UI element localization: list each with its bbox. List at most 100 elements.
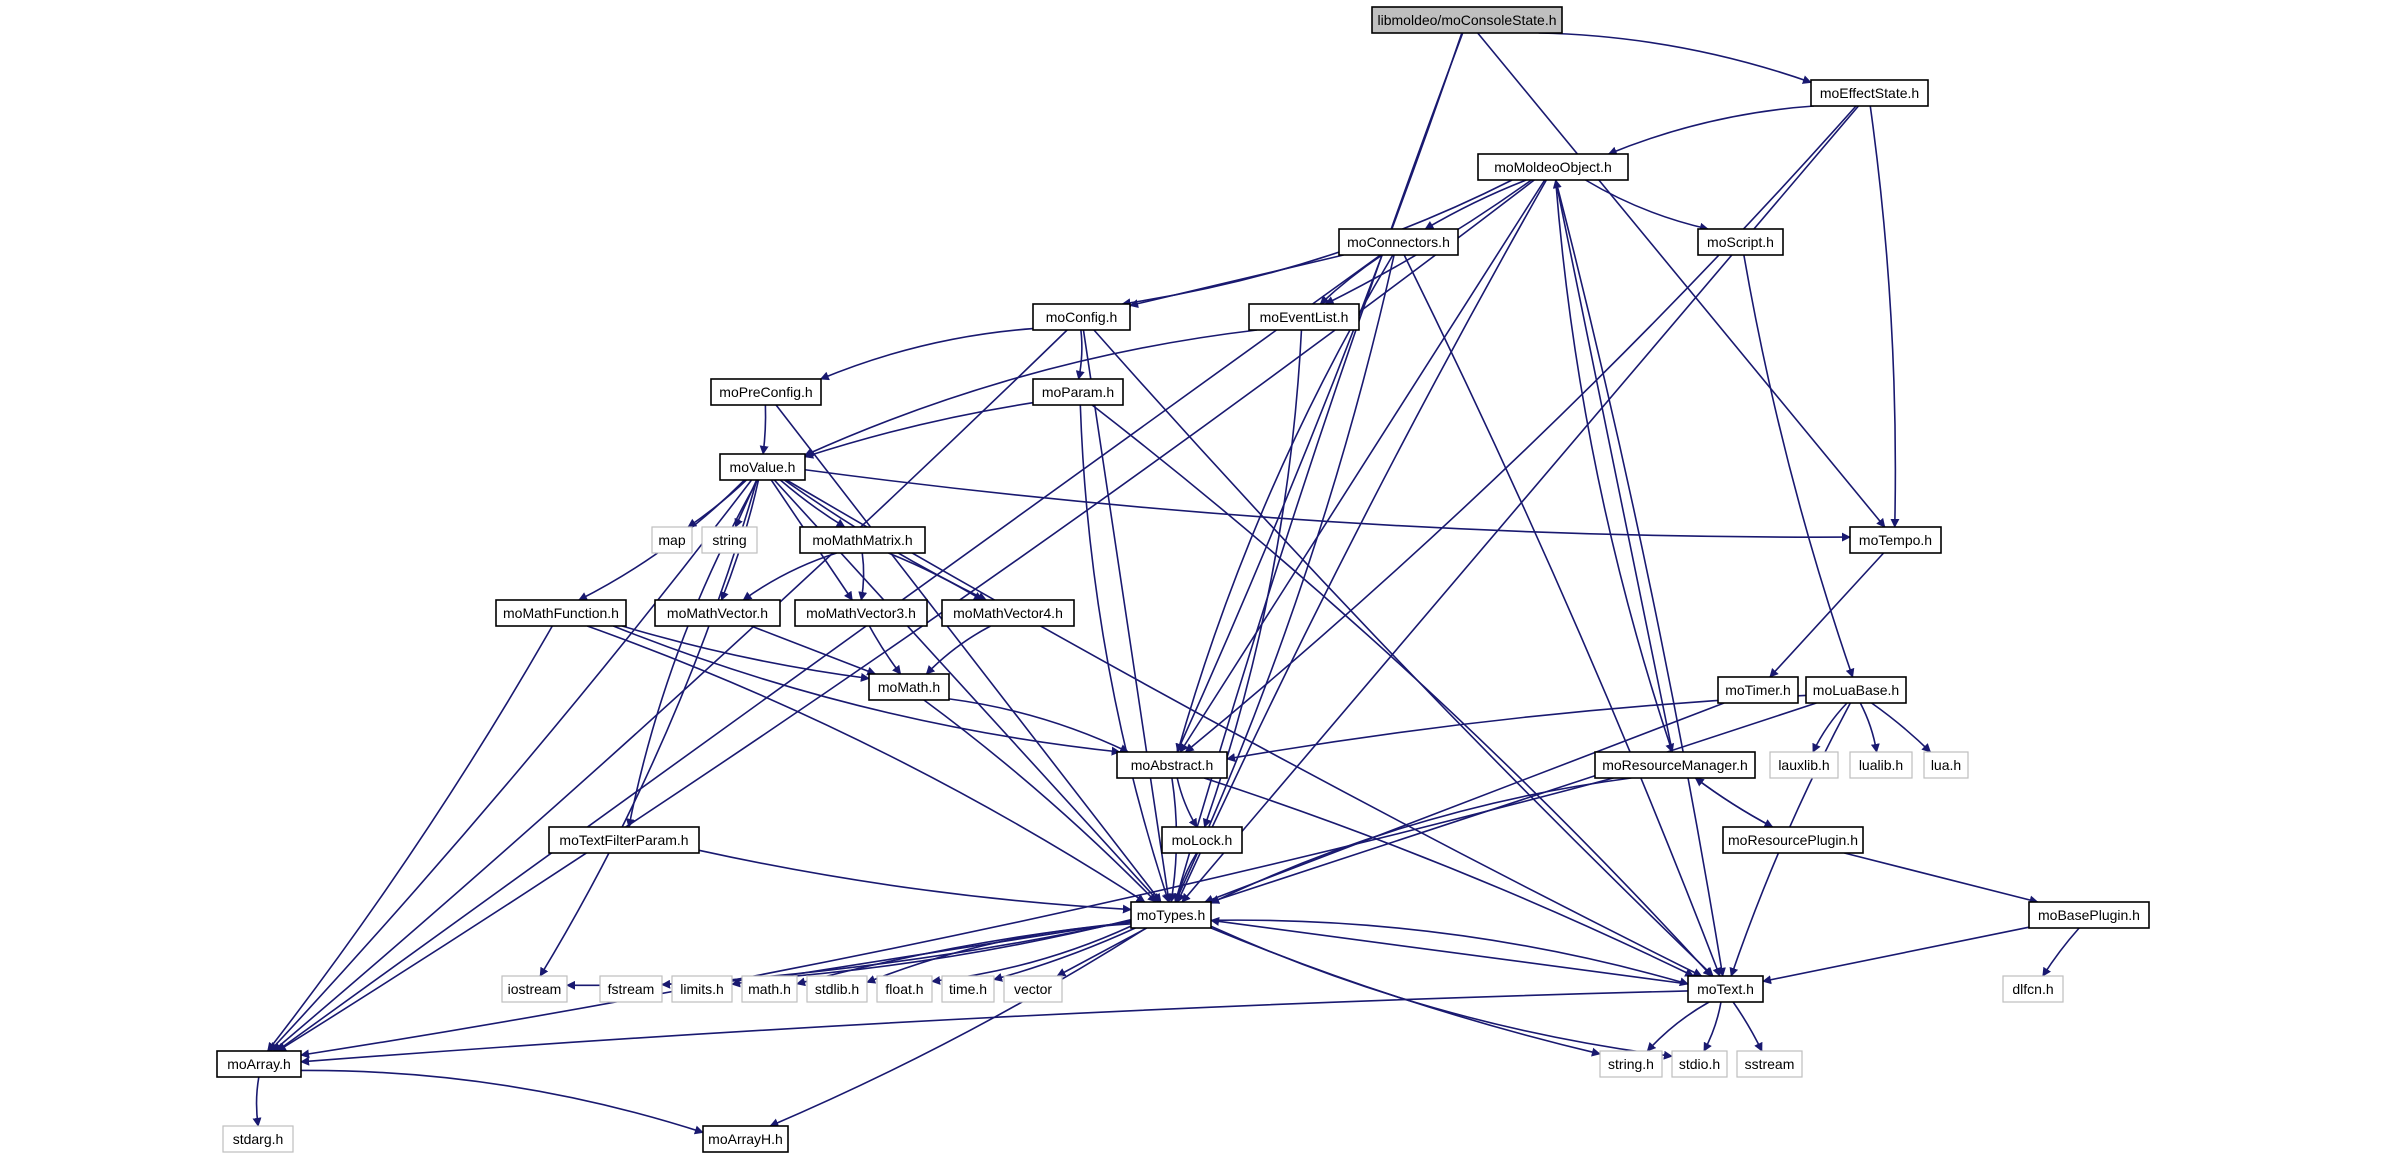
node-label: stdio.h xyxy=(1679,1056,1720,1072)
edge-luabase-to-types xyxy=(1209,702,1817,904)
node-tempo[interactable]: moTempo.h xyxy=(1849,526,1942,554)
node-connectors[interactable]: moConnectors.h xyxy=(1338,228,1459,256)
node-box xyxy=(1671,1050,1728,1078)
node-timer[interactable]: moTimer.h xyxy=(1717,676,1799,704)
node-mathvector3[interactable]: moMathVector3.h xyxy=(794,599,928,627)
node-box xyxy=(794,599,928,627)
node-label: sstream xyxy=(1745,1056,1795,1072)
edge-mathfunction-to-types xyxy=(586,625,1146,903)
edge-baseplugin-to-text xyxy=(1762,926,2030,985)
node-label: time.h xyxy=(949,981,987,997)
node-iostream: iostream xyxy=(501,975,568,1003)
node-types[interactable]: moTypes.h xyxy=(1130,901,1212,929)
edge-math-to-abstract xyxy=(948,698,1129,753)
edge-text-to-types xyxy=(1210,916,1689,985)
node-mathfunction[interactable]: moMathFunction.h xyxy=(495,599,627,627)
node-value[interactable]: moValue.h xyxy=(719,453,806,481)
node-abstract[interactable]: moAbstract.h xyxy=(1116,751,1228,779)
node-box xyxy=(1338,228,1459,256)
node-float: float.h xyxy=(876,975,933,1003)
node-mathmatrix[interactable]: moMathMatrix.h xyxy=(799,526,926,554)
node-box xyxy=(671,975,733,1003)
node-box xyxy=(876,975,933,1003)
node-arrayh[interactable]: moArrayH.h xyxy=(702,1125,789,1153)
edge-value-to-textfilterparam xyxy=(625,479,759,828)
node-luabase[interactable]: moLuaBase.h xyxy=(1805,676,1907,704)
nodes-layer: libmoldeo/moConsoleState.h moEffectState.… xyxy=(216,6,2150,1153)
node-label: moTimer.h xyxy=(1725,682,1791,698)
node-box xyxy=(1687,975,1764,1003)
node-label: iostream xyxy=(508,981,562,997)
node-box xyxy=(1736,1050,1803,1078)
edge-textfilterparam-to-types xyxy=(698,849,1132,914)
node-box xyxy=(548,826,700,854)
edge-moldeoobject-to-types xyxy=(1176,179,1548,903)
node-textfilterparam[interactable]: moTextFilterParam.h xyxy=(548,826,700,854)
node-script[interactable]: moScript.h xyxy=(1697,228,1784,256)
node-label: stdarg.h xyxy=(233,1131,284,1147)
edge-resourceplugin-to-resourcemanager xyxy=(1694,777,1773,828)
node-param[interactable]: moParam.h xyxy=(1032,378,1124,406)
node-label: moConfig.h xyxy=(1046,309,1118,325)
node-box xyxy=(1849,526,1942,554)
node-resourceplugin[interactable]: moResourcePlugin.h xyxy=(1722,826,1864,854)
node-resourcemanager[interactable]: moResourceManager.h xyxy=(1594,751,1756,779)
edge-tempo-to-timer xyxy=(1769,552,1885,678)
edge-types-to-vector xyxy=(1056,927,1148,977)
edge-mathmatrix-to-mathvector3 xyxy=(858,552,868,601)
node-array[interactable]: moArray.h xyxy=(216,1050,302,1078)
node-box xyxy=(1371,6,1563,34)
edge-root-to-abstract xyxy=(1176,32,1463,753)
node-baseplugin[interactable]: moBasePlugin.h xyxy=(2028,901,2150,929)
node-mathvector[interactable]: moMathVector.h xyxy=(654,599,781,627)
node-stdio: stdio.h xyxy=(1671,1050,1728,1078)
node-stdlib: stdlib.h xyxy=(806,975,868,1003)
node-box xyxy=(710,378,822,406)
edge-resourcemanager-to-resourceplugin xyxy=(1694,777,1774,828)
node-effectstate[interactable]: moEffectState.h xyxy=(1810,79,1929,107)
edge-config-to-array xyxy=(272,329,1068,1052)
node-config[interactable]: moConfig.h xyxy=(1032,303,1131,331)
node-label: moMathVector4.h xyxy=(953,605,1063,621)
node-root[interactable]: libmoldeo/moConsoleState.h xyxy=(1371,6,1563,34)
node-box xyxy=(1717,676,1799,704)
node-label: string.h xyxy=(1608,1056,1654,1072)
edge-luabase-to-lauxlib xyxy=(1812,702,1848,753)
edge-eventlist-to-value xyxy=(804,329,1258,457)
node-text[interactable]: moText.h xyxy=(1687,975,1764,1003)
edge-mathfunction-to-array xyxy=(267,625,553,1052)
node-lualib: lualib.h xyxy=(1849,751,1913,779)
edge-mathmatrix-to-mathvector xyxy=(742,552,837,601)
edge-effectstate-to-abstract xyxy=(1184,105,1857,753)
edge-luabase-to-lua xyxy=(1871,702,1932,753)
node-box xyxy=(868,673,950,701)
node-label: lualib.h xyxy=(1859,757,1903,773)
edge-effectstate-to-tempo xyxy=(1869,105,1900,528)
node-box xyxy=(1161,826,1243,854)
edge-moldeoobject-to-abstract xyxy=(1179,179,1546,753)
node-label: moAbstract.h xyxy=(1131,757,1213,773)
node-label: float.h xyxy=(885,981,923,997)
node-box xyxy=(599,975,663,1003)
edge-types-to-stdio xyxy=(1210,925,1673,1060)
node-box xyxy=(941,975,995,1003)
edge-types-to-arrayh xyxy=(769,927,1147,1127)
edge-types-to-time xyxy=(993,927,1136,982)
edge-param-to-text xyxy=(1091,404,1713,977)
node-eventlist[interactable]: moEventList.h xyxy=(1248,303,1360,331)
node-sstream: sstream xyxy=(1736,1050,1803,1078)
node-mathvector4[interactable]: moMathVector4.h xyxy=(941,599,1075,627)
node-box xyxy=(1722,826,1864,854)
node-label: moArrayH.h xyxy=(708,1131,783,1147)
node-preconfig[interactable]: moPreConfig.h xyxy=(710,378,822,406)
node-moldeoobject[interactable]: moMoldeoObject.h xyxy=(1477,153,1629,181)
node-label: moTextFilterParam.h xyxy=(559,832,688,848)
node-label: stdlib.h xyxy=(815,981,859,997)
edge-value-to-array xyxy=(269,479,753,1052)
node-lock[interactable]: moLock.h xyxy=(1161,826,1243,854)
node-box xyxy=(1810,79,1929,107)
node-label: moEffectState.h xyxy=(1820,85,1919,101)
node-box xyxy=(2028,901,2150,929)
node-box xyxy=(806,975,868,1003)
node-math[interactable]: moMath.h xyxy=(868,673,950,701)
